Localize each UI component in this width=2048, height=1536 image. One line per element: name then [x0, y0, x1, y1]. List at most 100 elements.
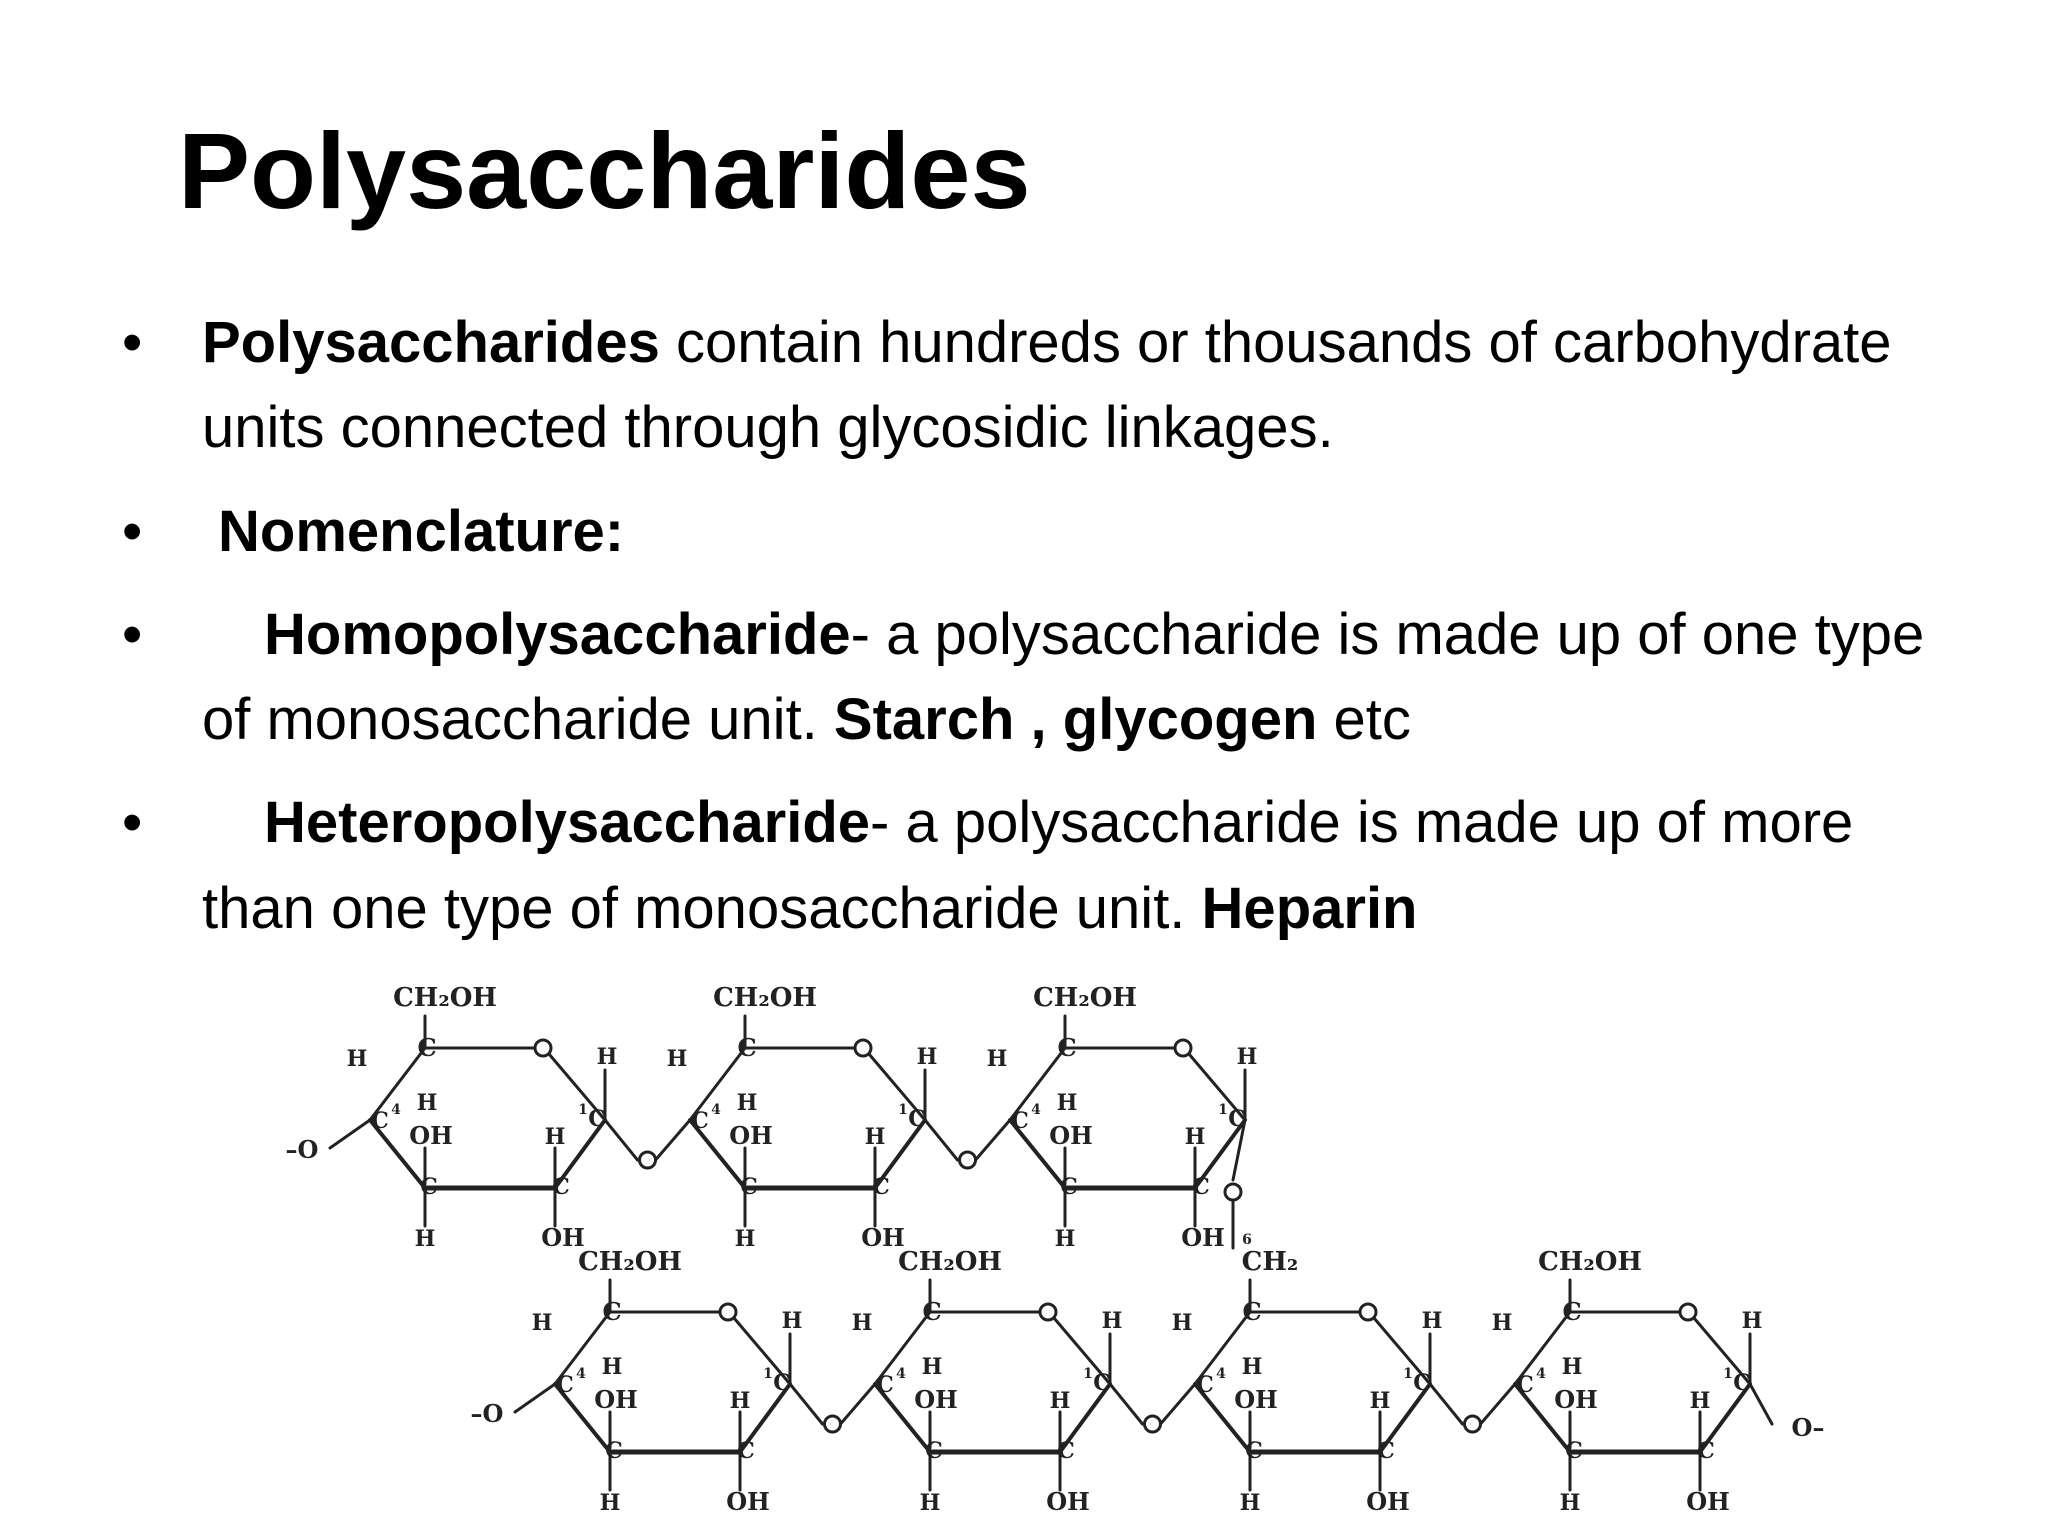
bullet-dot: • [122, 601, 143, 667]
ring-bond [738, 1382, 792, 1454]
bullet-dot: • [122, 790, 143, 856]
ring-bond [1008, 1118, 1067, 1190]
hydroxyl-label: OH [409, 1121, 453, 1150]
ring-bond [368, 1046, 427, 1122]
carbon-label: C [1242, 1297, 1261, 1326]
hydrogen-label: H [735, 1226, 756, 1252]
hydroxyl-label: OH [1366, 1487, 1410, 1516]
hydrogen-label: H [922, 1354, 943, 1380]
ring-bond [547, 1052, 607, 1122]
carbon-label: C [602, 1297, 621, 1326]
carbon-label: C [1196, 1372, 1214, 1398]
ch2oh-label: CH₂OH [1538, 1247, 1642, 1277]
locant-label: 4 [1031, 1102, 1041, 1118]
ring-bond [867, 1052, 927, 1122]
carbon-label: C [1192, 1174, 1210, 1200]
glycosidic-bond [513, 1382, 557, 1414]
carbon-label: C [740, 1174, 758, 1200]
hydrogen-label: H [1560, 1490, 1581, 1516]
bullet-dot: • [122, 310, 143, 375]
carbon-label: C [1093, 1370, 1111, 1396]
ring-oxygen [1678, 1302, 1698, 1322]
glycosidic-bond [1748, 1382, 1774, 1426]
ring-bond [1513, 1310, 1572, 1386]
bullet-text: - a polysaccharide is made up of more th… [202, 790, 1854, 941]
branch-oxygen [1223, 1182, 1243, 1202]
locant-label: 4 [711, 1102, 721, 1118]
hydrogen-label: H [1240, 1490, 1261, 1516]
carbon-label: C [552, 1174, 570, 1200]
locant-label: 4 [896, 1366, 906, 1382]
carbon-label: C [737, 1438, 755, 1464]
ring-oxygen [1173, 1038, 1193, 1058]
ch2oh-label: CH₂OH [898, 1247, 1002, 1277]
ring-bond [732, 1316, 792, 1386]
glycosidic-oxygen [638, 1150, 657, 1170]
glycosidic-bond [328, 1118, 372, 1150]
hydrogen-label: H [782, 1308, 803, 1334]
bullet-text: contain hundreds or thousands of carbohy… [202, 310, 1892, 461]
bullet-list: •Polysaccharides contain hundreds or tho… [122, 300, 1982, 951]
glycosidic-bond [923, 1118, 959, 1162]
bullet-heteropolysaccharide: •Heteropolysaccharide- a polysaccharide … [122, 780, 1982, 951]
locant-label: 4 [1216, 1366, 1226, 1382]
carbon-label: C [691, 1108, 709, 1134]
hydrogen-label: H [417, 1090, 438, 1116]
ring-oxygen [853, 1038, 873, 1058]
locant-label: 6 [1242, 1232, 1252, 1248]
glycosidic-oxygen [1143, 1414, 1162, 1434]
ring-bond [1372, 1316, 1432, 1386]
chain-end-label: –O [286, 1135, 319, 1164]
carbon-label: C [773, 1370, 791, 1396]
chain-end-label: O– [1792, 1413, 1825, 1442]
hydrogen-label: H [1102, 1308, 1123, 1334]
ring-bond [873, 1382, 932, 1454]
locant-label: 1 [1403, 1366, 1413, 1382]
hydroxyl-label: OH [1046, 1487, 1090, 1516]
hydrogen-label: H [1057, 1090, 1078, 1116]
ring-oxygen [1358, 1302, 1378, 1322]
carbon-label: C [1413, 1370, 1431, 1396]
glycosidic-bond [788, 1382, 824, 1426]
glycosidic-bond [1159, 1382, 1197, 1426]
carbon-label: C [371, 1108, 389, 1134]
glycosidic-bond [1479, 1382, 1517, 1426]
hydrogen-label: H [1172, 1310, 1193, 1336]
hydrogen-label: H [1742, 1308, 1763, 1334]
hydroxyl-label: OH [1234, 1385, 1278, 1414]
locant-label: 1 [1723, 1366, 1733, 1382]
ring-bond [1692, 1316, 1752, 1386]
carbon-label: C [1697, 1438, 1715, 1464]
carbon-label: C [1562, 1297, 1581, 1326]
hydroxyl-label: OH [914, 1385, 958, 1414]
hydrogen-label: H [1237, 1044, 1258, 1070]
hydrogen-label: H [917, 1044, 938, 1070]
hydrogen-label: H [1562, 1354, 1583, 1380]
glycosidic-bond [1428, 1382, 1464, 1426]
carbon-label: C [908, 1106, 926, 1132]
locant-label: 4 [391, 1102, 401, 1118]
carbon-label: C [1245, 1438, 1263, 1464]
hydrogen-label: H [1050, 1388, 1071, 1414]
carbon-label: C [1011, 1108, 1029, 1134]
ch2oh-label: CH₂OH [713, 983, 817, 1013]
hydrogen-label: H [987, 1046, 1008, 1072]
carbon-label: C [737, 1033, 756, 1062]
bullet-examples: Starch , glycogen [833, 687, 1318, 752]
carbon-label: C [1228, 1106, 1246, 1132]
hydroxyl-label: OH [1049, 1121, 1093, 1150]
hydrogen-label: H [545, 1124, 566, 1150]
ring-bond [1378, 1382, 1432, 1454]
ring-bond [873, 1118, 927, 1190]
hydroxyl-label: OH [861, 1223, 905, 1252]
glycosidic-oxygen [958, 1150, 977, 1170]
glycosidic-oxygen [823, 1414, 842, 1434]
ring-bond [1513, 1382, 1572, 1454]
hydrogen-label: H [1370, 1388, 1391, 1414]
carbon-label: C [1733, 1370, 1751, 1396]
ring-bond [553, 1382, 612, 1454]
carbon-label: C [588, 1106, 606, 1132]
ring-bond [873, 1310, 932, 1386]
hydroxyl-label: OH [726, 1487, 770, 1516]
